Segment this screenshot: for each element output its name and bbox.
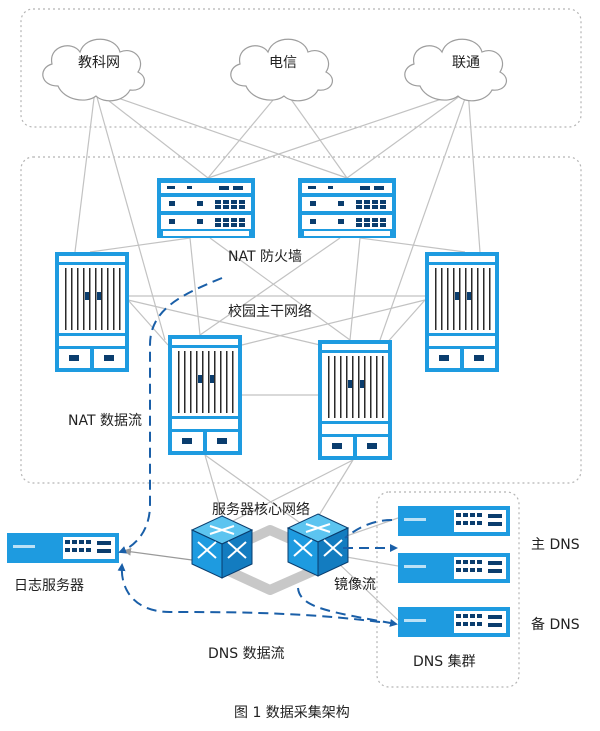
router-device <box>425 252 499 372</box>
data-flows <box>117 277 398 627</box>
figure-caption: 图 1 数据采集架构 <box>234 705 350 721</box>
dns-cluster-label: DNS 集群 <box>413 654 476 670</box>
isp-frame <box>20 8 582 128</box>
log-server-label: 日志服务器 <box>14 578 84 594</box>
primary-dns-label: 主 DNS <box>531 537 580 553</box>
isp-telecom-label: 电信 <box>269 55 297 71</box>
router-device <box>55 252 129 372</box>
isp-unicom-label: 联通 <box>452 55 480 71</box>
isp-edu-label: 教科网 <box>78 55 120 71</box>
core-router-device <box>168 335 242 455</box>
log-link-arrow <box>123 547 193 561</box>
cloud-icon <box>42 38 146 102</box>
core-router-device <box>318 340 392 460</box>
nat-flow-label: NAT 数据流 <box>68 413 142 429</box>
core-switch-icon <box>191 515 253 579</box>
mirror-flow-path <box>297 587 398 627</box>
nat-firewall-device <box>298 178 396 238</box>
backup-dns-label: 备 DNS <box>531 617 580 633</box>
server-core-label: 服务器核心网络 <box>212 502 310 518</box>
dns-server-device <box>398 553 510 583</box>
mirror-flow-path <box>344 519 393 539</box>
core-switch-icon <box>287 513 349 577</box>
campus-frame <box>20 156 582 484</box>
nat-firewall-label: NAT 防火墙 <box>228 249 302 265</box>
log-server-device <box>7 533 119 563</box>
dns-server-device <box>398 607 510 637</box>
cloud-icon <box>230 38 334 102</box>
nat-firewall-device <box>157 178 255 238</box>
dns-server-device <box>398 506 510 536</box>
dns-cluster-frame <box>376 491 520 688</box>
campus-backbone-label: 校园主干网络 <box>228 304 312 320</box>
dns-flow-path <box>117 563 381 623</box>
dns-flow-label: DNS 数据流 <box>208 646 285 662</box>
mirror-flow-label: 镜像流 <box>334 577 376 593</box>
nat-flow-path <box>118 277 223 554</box>
cloud-icon <box>404 38 508 102</box>
network-links <box>74 87 481 621</box>
